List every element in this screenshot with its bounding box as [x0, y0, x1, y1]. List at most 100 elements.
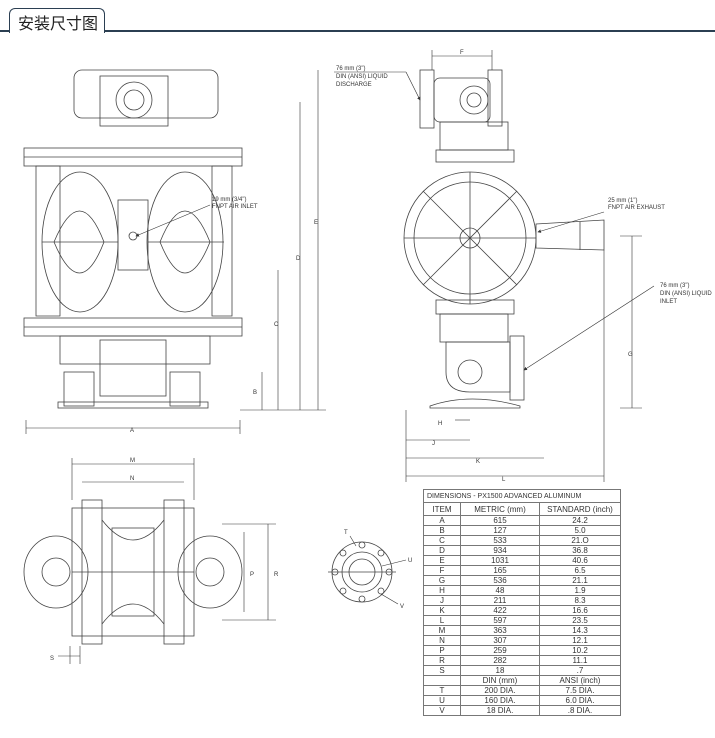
liquid-inlet-callout: 76 mm (3") DIN (ANSI) LIQUID INLET	[660, 283, 712, 305]
table-cell: V	[423, 705, 461, 716]
table-cell: 6.5	[539, 565, 621, 576]
table-cell: N	[423, 635, 461, 646]
front-dimensions	[25, 70, 326, 434]
table-cell: 127	[460, 525, 540, 536]
table-cell: 533	[460, 535, 540, 546]
table-subheader-row: DIN (mm)ANSI (inch)	[423, 675, 621, 686]
table-header-cell: METRIC (mm)	[460, 502, 540, 516]
table-cell: 5.0	[539, 525, 621, 536]
table-cell: 165	[460, 565, 540, 576]
table-cell: U	[423, 695, 461, 706]
svg-text:FNPT AIR EXHAUST: FNPT AIR EXHAUST	[608, 205, 665, 211]
table-cell: 307	[460, 635, 540, 646]
svg-text:76 mm (3"): 76 mm (3")	[336, 66, 365, 72]
dim-label-f: F	[460, 50, 464, 56]
table-cell: 6.0 DIA.	[539, 695, 621, 706]
flange-detail	[328, 541, 396, 603]
header-underline	[0, 30, 715, 32]
table-subheader-cell: DIN (mm)	[460, 675, 540, 686]
table-cell: T	[423, 685, 461, 696]
table-subheader-cell	[423, 675, 461, 686]
air-inlet-callout: 19 mm (3/4") FNPT AIR INLET	[212, 197, 258, 210]
header-tab	[9, 8, 105, 33]
table-cell: 200 DIA.	[460, 685, 540, 696]
dim-label-d: D	[296, 256, 301, 262]
table-cell: J	[423, 595, 461, 606]
dim-label-l: L	[502, 477, 506, 483]
side-view	[403, 69, 605, 409]
front-dim-labels: A B C D E	[130, 220, 318, 434]
table-cell: 934	[460, 545, 540, 556]
table-cell: 422	[460, 605, 540, 616]
svg-text:19 mm (3/4"): 19 mm (3/4")	[212, 197, 246, 203]
front-view	[23, 69, 243, 409]
dim-label-p: P	[250, 572, 254, 578]
table-cell: C	[423, 535, 461, 546]
table-cell: 8.3	[539, 595, 621, 606]
dim-label-m: M	[130, 458, 135, 464]
table-header-row: ITEM METRIC (mm) STANDARD (inch)	[423, 502, 621, 516]
dim-label-e: E	[314, 220, 318, 226]
dim-label-t: T	[344, 530, 348, 536]
svg-text:DISCHARGE: DISCHARGE	[336, 82, 372, 88]
table-caption: DIMENSIONS - PX1500 ADVANCED ALUMINUM	[423, 489, 621, 503]
dim-label-g: G	[628, 352, 633, 358]
table-cell: F	[423, 565, 461, 576]
table-cell: K	[423, 605, 461, 616]
table-cell: 40.6	[539, 555, 621, 566]
table-cell: 23.5	[539, 615, 621, 626]
dim-label-b: B	[253, 390, 257, 396]
table-cell: L	[423, 615, 461, 626]
discharge-callout: 76 mm (3") DIN (ANSI) LIQUID DISCHARGE	[336, 66, 388, 88]
table-cell: R	[423, 655, 461, 666]
table-cell: G	[423, 575, 461, 586]
table-cell: P	[423, 645, 461, 656]
dim-label-s: S	[50, 656, 54, 662]
table-cell: .7	[539, 665, 621, 676]
dim-label-u: U	[408, 558, 412, 564]
side-dimensions	[334, 50, 655, 482]
table-cell: 48	[460, 585, 540, 596]
dim-label-c: C	[274, 322, 279, 328]
table-cell: 7.5 DIA.	[539, 685, 621, 696]
top-dim-labels: M N P R S	[50, 458, 279, 662]
section-header: 安装尺寸图	[0, 0, 715, 34]
table-caption-row: DIMENSIONS - PX1500 ADVANCED ALUMINUM	[423, 489, 621, 503]
table-cell: 282	[460, 655, 540, 666]
dimensions-table: DIMENSIONS - PX1500 ADVANCED ALUMINUM IT…	[423, 489, 621, 716]
svg-text:FNPT AIR INLET: FNPT AIR INLET	[212, 204, 258, 210]
table-cell: 14.3	[539, 625, 621, 636]
table-cell: 10.2	[539, 645, 621, 656]
table-cell: 36.8	[539, 545, 621, 556]
top-dimensions	[58, 458, 276, 664]
table-cell: 615	[460, 515, 540, 526]
table-cell: 1.9	[539, 585, 621, 596]
table-cell: 363	[460, 625, 540, 636]
table-cell: H	[423, 585, 461, 596]
dim-label-h: H	[438, 421, 442, 427]
flange-labels: T U V	[344, 530, 412, 610]
dim-label-r: R	[274, 572, 279, 578]
side-dim-labels: F G H J K L	[432, 50, 633, 483]
table-cell: 21.1	[539, 575, 621, 586]
air-exhaust-callout: 25 mm (1") FNPT AIR EXHAUST	[608, 198, 665, 211]
svg-text:25 mm (1"): 25 mm (1")	[608, 198, 637, 204]
table-cell: 536	[460, 575, 540, 586]
table-cell: E	[423, 555, 461, 566]
table-cell: 160 DIA.	[460, 695, 540, 706]
